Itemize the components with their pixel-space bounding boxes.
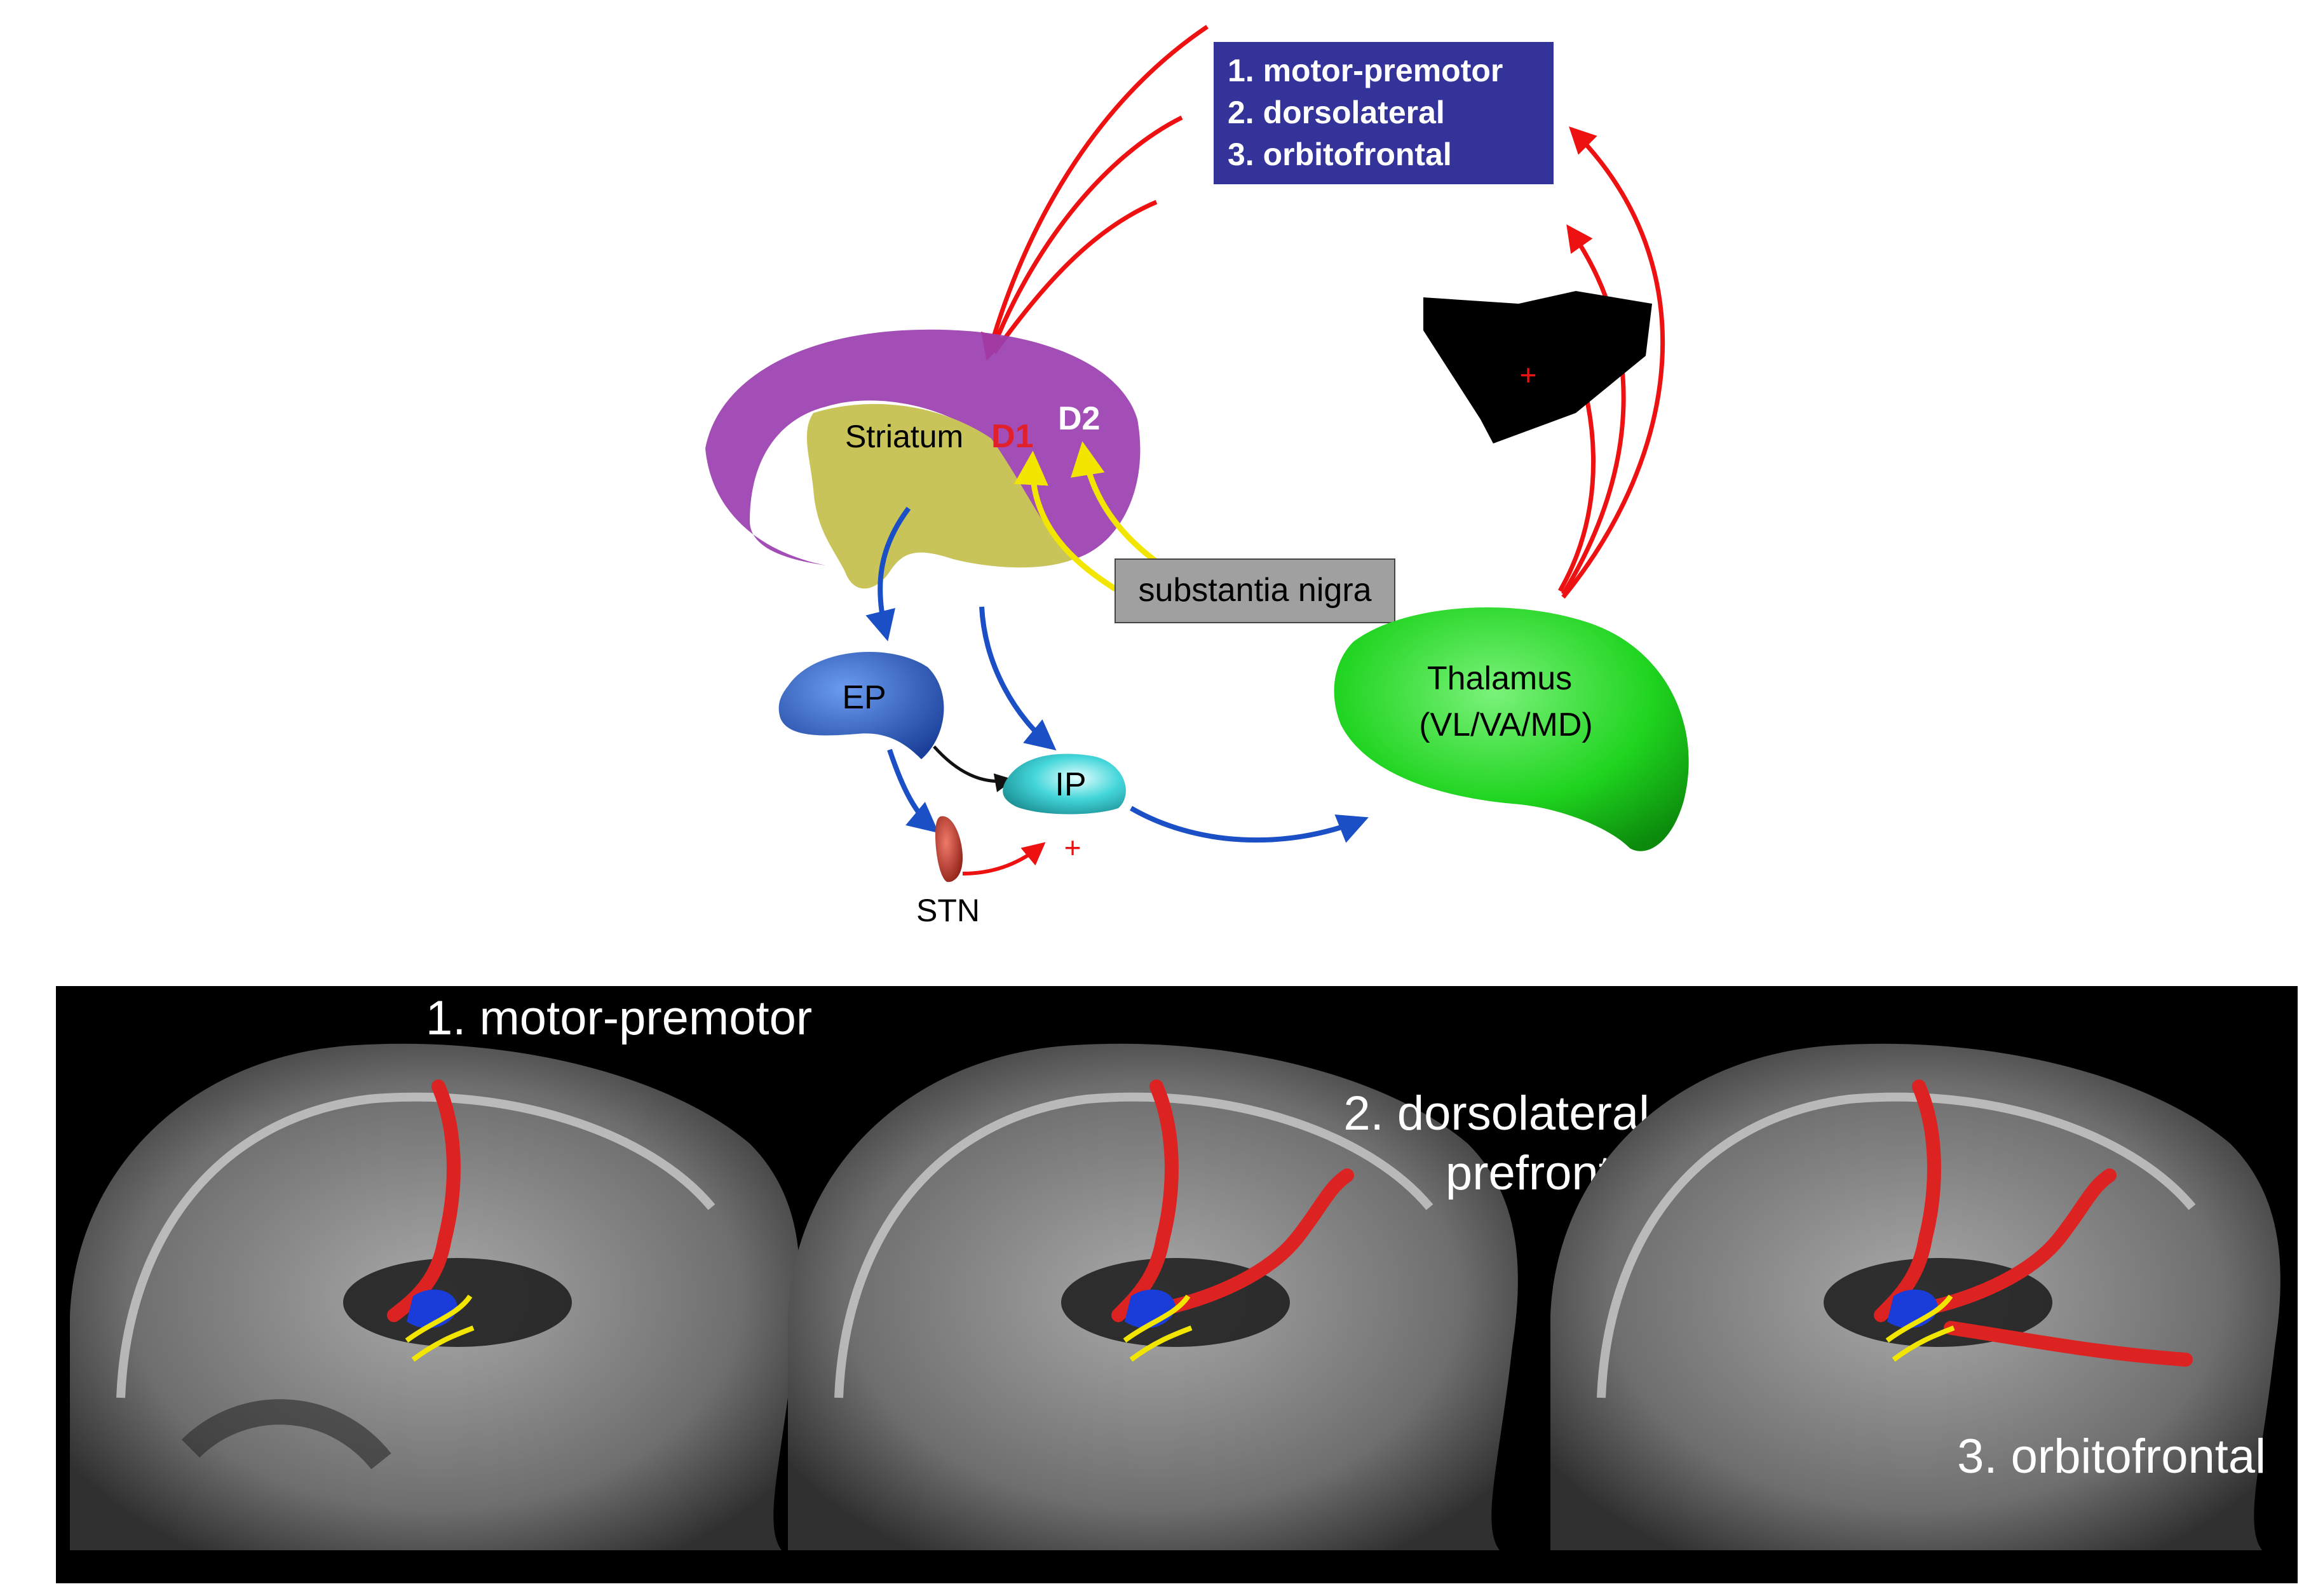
mri-panel-1: 1. motor-premotor — [70, 991, 812, 1550]
ep-nucleus: EP — [778, 652, 944, 759]
thalamus: Thalamus (VL/VA/MD) — [1334, 607, 1689, 851]
thalamocortical-arrow-2 — [1561, 224, 1626, 595]
corticostriatal-arrow-3 — [993, 200, 1158, 355]
thalamocortical-arrow-1 — [1561, 126, 1665, 599]
ep-label: EP — [842, 679, 886, 716]
cortex-loops-box: 1. motor-premotor 2. dorsolateral 3. orb… — [1214, 42, 1554, 184]
ep-to-ip-arrow — [933, 745, 1014, 792]
striatum-to-ip-arrow — [979, 606, 1057, 751]
striatum-body — [806, 403, 1074, 589]
cortex-box-line-2: 2. dorsolateral — [1228, 95, 1445, 130]
substantia-nigra-box: substantia nigra — [1115, 558, 1395, 623]
striatal-output-arrows — [865, 506, 1369, 843]
ip-nucleus: IP — [1003, 754, 1126, 815]
striatum-label: Striatum — [845, 419, 963, 454]
mri-panel-2: 2. dorsolateral prefrontal — [788, 1043, 1650, 1550]
panel-2-label-line-1: 2. dorsolateral — [1343, 1086, 1650, 1140]
ip-to-thalamus-arrow — [1129, 806, 1369, 843]
substantia-nigra-label: substantia nigra — [1138, 572, 1371, 609]
cortex-box-line-3: 3. orbitofrontal — [1228, 137, 1452, 172]
panel-3-label: 3. orbitofrontal — [1957, 1430, 2266, 1484]
nigral-fibers-panel-2 — [1123, 1294, 1193, 1362]
striatum: Striatum D1 D2 — [705, 329, 1141, 589]
nigrostriatal-arrow-d1 — [1013, 450, 1120, 593]
nigral-fibers-panel-1 — [405, 1294, 475, 1362]
stn-nucleus: STN — [916, 816, 980, 928]
plus-sign-top: + — [1520, 358, 1537, 391]
plus-sign-bottom: + — [1064, 831, 1081, 864]
thalamus-nuclei-label: (VL/VA/MD) — [1419, 707, 1593, 743]
stn-label: STN — [916, 893, 980, 928]
nigral-fibers-panel-3 — [1885, 1294, 1955, 1362]
panel-1-label: 1. motor-premotor — [426, 991, 812, 1045]
stn-to-ip-arrow — [962, 842, 1046, 876]
mri-panel-3: 3. orbitofrontal — [1550, 1043, 2280, 1550]
ep-to-stn-arrow — [887, 748, 939, 834]
corticostriatal-arrows — [980, 25, 1209, 362]
striatum-to-ep-arrow — [865, 506, 911, 642]
thalamus-label: Thalamus — [1427, 660, 1572, 697]
ip-label: IP — [1055, 766, 1086, 803]
cortex-patch: + — [1423, 291, 1652, 443]
d1-label: D1 — [991, 418, 1033, 455]
d2-label: D2 — [1058, 400, 1100, 437]
corticostriatal-arrow-1 — [980, 25, 1209, 362]
cortex-box-line-1: 1. motor-premotor — [1228, 53, 1503, 88]
corticostriatal-arrow-2 — [989, 115, 1183, 354]
